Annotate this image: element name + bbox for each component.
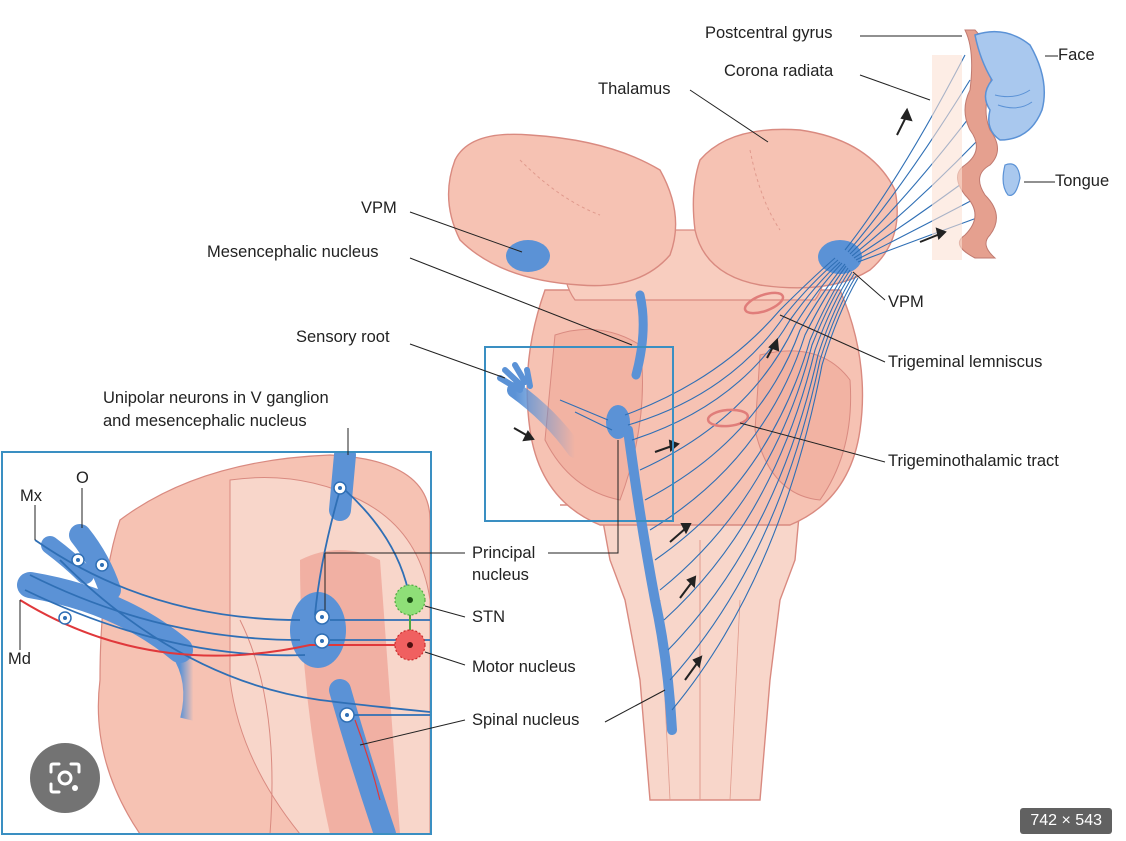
label-spinal-nucleus: Spinal nucleus [472,711,580,729]
label-vpm-right: VPM [888,293,924,311]
lemniscus-ring [743,291,785,315]
image-size-badge: 742 × 543 [1020,808,1112,834]
label-mesencephalic-nucleus: Mesencephalic nucleus [207,243,379,261]
sensory-root [497,362,583,458]
label-thalamus: Thalamus [598,80,671,98]
trigeminal-fibers [559,257,859,711]
label-mandibular: Md [8,650,31,668]
label-tongue: Tongue [1055,172,1110,190]
cortex-background [932,55,962,260]
label-postcentral-gyrus: Postcentral gyrus [705,24,833,42]
label-vpm-left: VPM [361,199,397,217]
label-stn: STN [472,608,505,626]
label-trigeminothalamic-tract: Trigeminothalamic tract [888,452,1059,470]
inset-marker-box [484,346,674,522]
tongue-homunculus [1002,163,1021,196]
label-face: Face [1058,46,1095,64]
label-trigeminal-lemniscus: Trigeminal lemniscus [888,353,1043,371]
trigeminothalamic-ring [706,408,750,428]
label-sensory-root: Sensory root [296,328,390,346]
lens-search-button[interactable] [30,743,100,813]
face-homunculus [974,30,1045,141]
vpm-left-nucleus [506,240,550,272]
label-principal-line2: nucleus [472,566,529,584]
label-corona-radiata: Corona radiata [724,62,834,80]
leader-lines [324,35,1058,746]
label-motor-nucleus: Motor nucleus [472,658,576,676]
label-maxillary: Mx [20,487,42,505]
label-unipolar-line1: Unipolar neurons in V ganglion [103,389,329,407]
label-ophthalmic: O [76,469,89,487]
mesencephalic-nucleus-column [631,290,648,380]
spinal-nucleus-column [623,425,677,735]
label-unipolar-line2: and mesencephalic nucleus [103,412,307,430]
label-principal-line1: Principal [472,544,536,562]
lens-search-icon [49,762,81,794]
